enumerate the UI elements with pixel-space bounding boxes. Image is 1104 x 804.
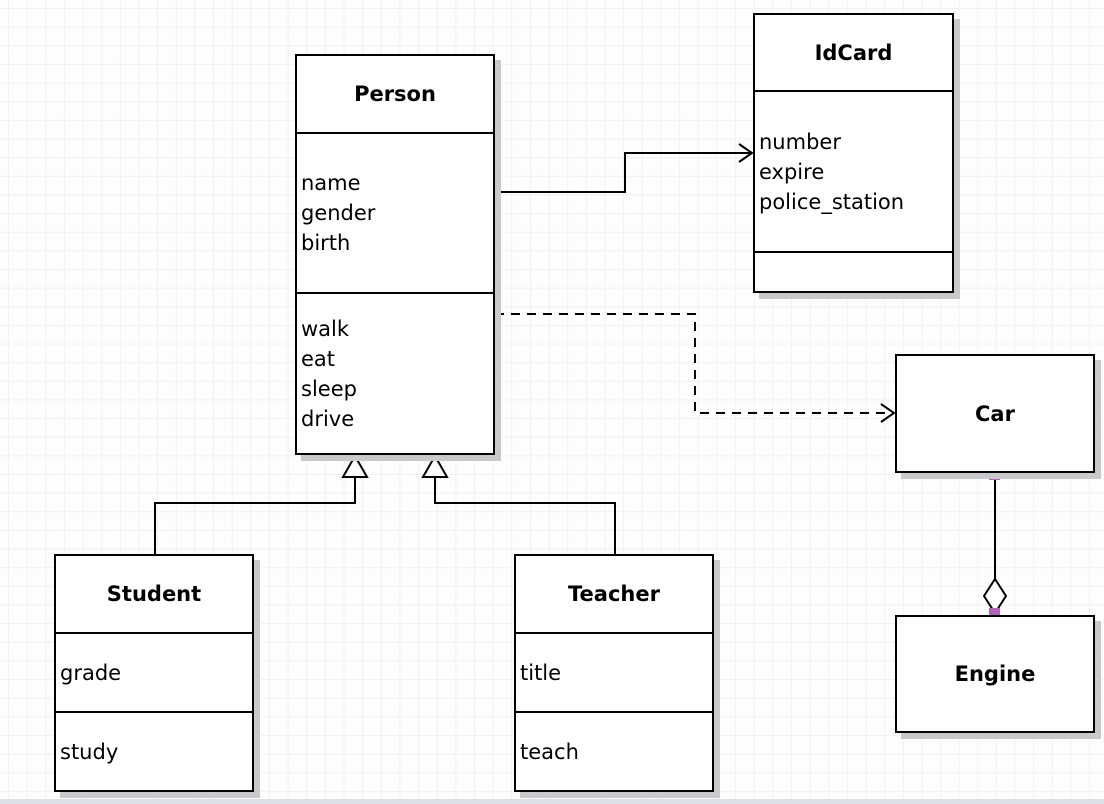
hollow-triangle-icon — [341, 453, 369, 478]
attribute: police_station — [759, 189, 905, 214]
class-title: Engine — [954, 662, 1036, 686]
method: drive — [301, 406, 355, 431]
edge-person-idcard[interactable] — [495, 143, 754, 193]
edge-student-person[interactable] — [154, 453, 369, 554]
attribute: grade — [60, 660, 122, 685]
method: teach — [520, 739, 579, 764]
class-title: Person — [297, 56, 493, 134]
method: sleep — [301, 376, 357, 401]
class-methods: teach — [516, 713, 712, 790]
attribute: name — [301, 171, 361, 195]
class-engine[interactable]: Engine — [895, 615, 1095, 733]
edge-person-car[interactable] — [495, 313, 896, 423]
method: walk — [301, 316, 350, 341]
edge-car-engine[interactable] — [982, 469, 1008, 619]
class-attributes: grade — [56, 634, 252, 713]
class-car[interactable]: Car — [895, 354, 1095, 473]
method: eat — [301, 346, 336, 371]
open-arrowhead-icon — [738, 143, 754, 163]
attribute: title — [520, 660, 562, 685]
attribute: expire — [759, 159, 825, 184]
attribute: birth — [301, 231, 351, 255]
hollow-diamond-icon — [982, 577, 1008, 615]
class-student[interactable]: Student grade study — [54, 554, 254, 792]
class-person[interactable]: Person name gender birth walk eat sleep … — [295, 54, 495, 455]
class-title: Student — [56, 556, 252, 634]
class-methods: study — [56, 713, 252, 790]
attribute: number — [759, 129, 841, 154]
connection-endpoint-marker[interactable] — [989, 608, 1000, 619]
class-attributes: number expire police_station — [755, 92, 952, 253]
class-attributes: title — [516, 634, 712, 713]
hollow-triangle-icon — [421, 453, 449, 478]
class-attributes: name gender birth — [297, 134, 493, 294]
class-teacher[interactable]: Teacher title teach — [514, 554, 714, 792]
class-title: Car — [975, 401, 1015, 426]
class-title: IdCard — [755, 15, 952, 92]
class-idcard[interactable]: IdCard number expire police_station — [753, 13, 954, 293]
edge-teacher-person[interactable] — [421, 453, 616, 554]
open-arrowhead-icon — [880, 403, 896, 423]
class-methods: walk eat sleep drive — [297, 294, 493, 453]
method: study — [60, 739, 119, 764]
connection-endpoint-marker[interactable] — [989, 469, 1000, 480]
class-title: Teacher — [516, 556, 712, 634]
class-methods-empty — [755, 253, 952, 291]
canvas-bottom-edge — [0, 799, 1104, 804]
attribute: gender — [301, 201, 376, 225]
